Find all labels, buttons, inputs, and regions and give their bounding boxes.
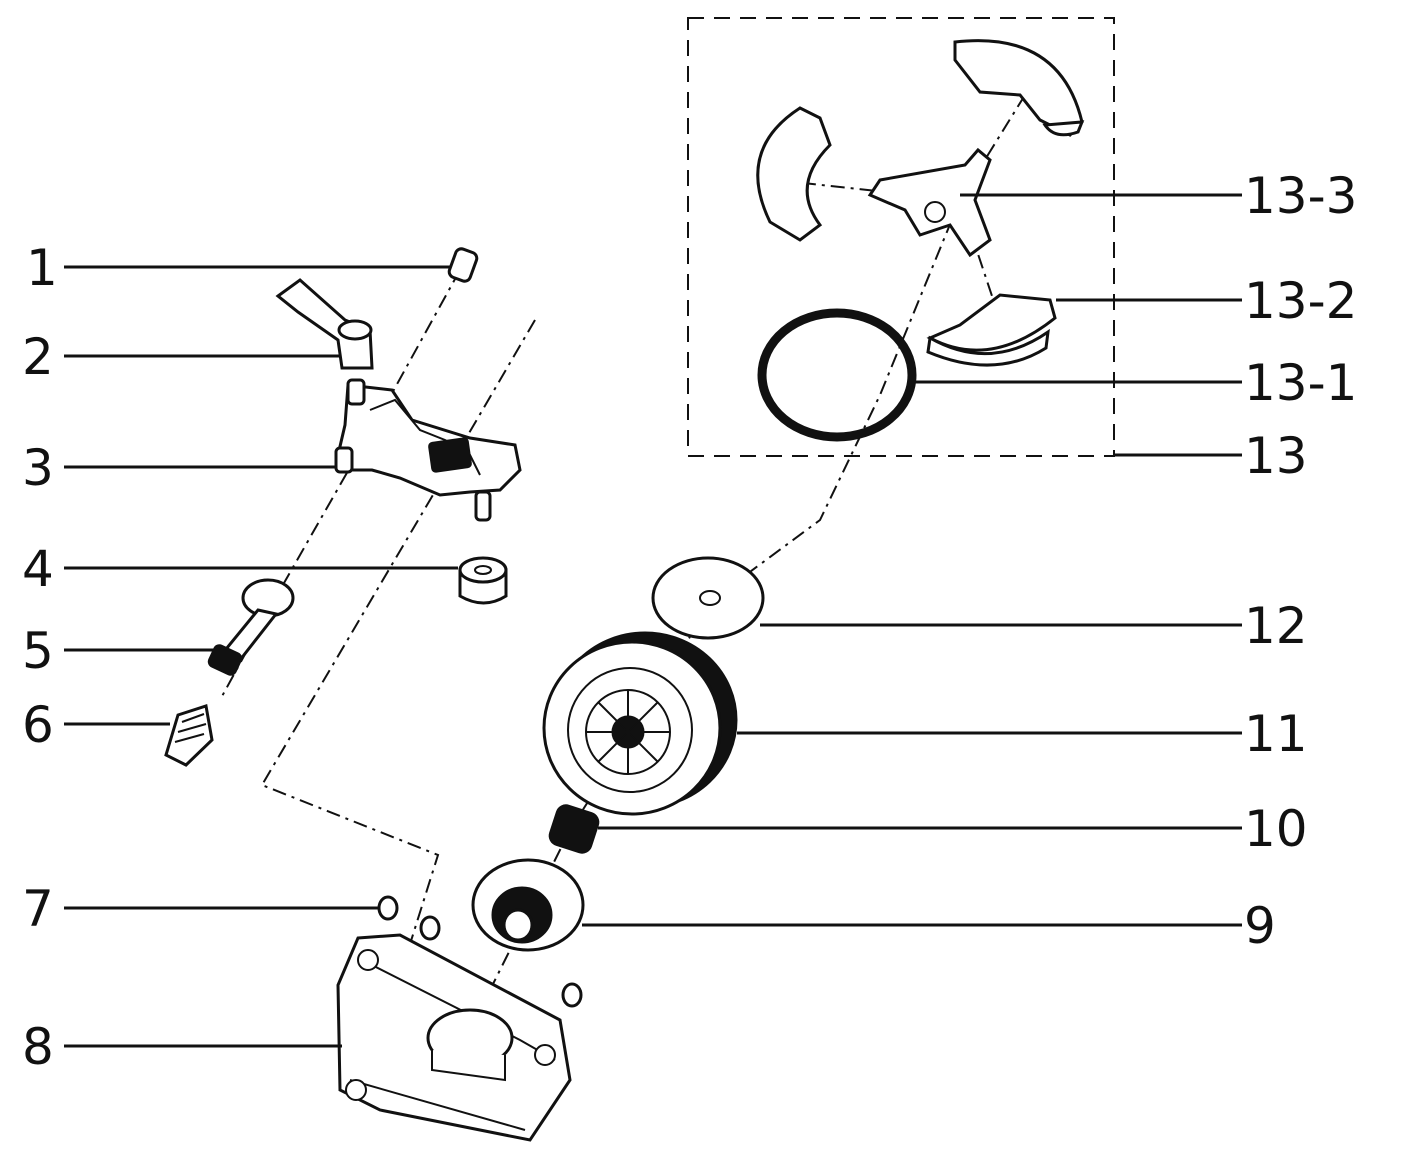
- part-11-wheel: [542, 631, 738, 816]
- callout-9: 9: [1244, 897, 1276, 955]
- callout-8: 8: [22, 1018, 54, 1076]
- callout-3: 3: [22, 439, 54, 497]
- callout-5: 5: [22, 622, 54, 680]
- part-12-washer: [651, 556, 765, 640]
- callout-10: 10: [1244, 800, 1308, 858]
- assembly-axis-lines: [219, 94, 1026, 1061]
- part-6-set-screw: [164, 704, 214, 767]
- assembly-13-group-box: [687, 17, 1115, 457]
- part-13-shoe-left: [756, 106, 832, 242]
- callout-4: 4: [22, 540, 54, 598]
- part-5-shaft: [207, 578, 295, 676]
- part-1-screw: [447, 247, 479, 283]
- callout-12: 12: [1244, 597, 1308, 655]
- callout-13-2: 13-2: [1244, 272, 1357, 330]
- part-4-spacer: [458, 556, 508, 605]
- part-13-2-shoe: [926, 293, 1057, 367]
- part-9-flange: [471, 858, 585, 952]
- part-13-shoe-right: [953, 39, 1085, 137]
- callout-7: 7: [22, 880, 54, 938]
- callout-13-3: 13-3: [1244, 167, 1357, 225]
- part-2-lever: [275, 278, 374, 370]
- callout-11: 11: [1244, 705, 1308, 763]
- part-13-3-hub: [867, 147, 992, 258]
- callout-6: 6: [22, 696, 54, 754]
- part-3-bracket: [334, 378, 522, 522]
- callout-labels: 1 2 3 4 5 6 7 8 9 10 11 12 13 13-1 13-2 …: [22, 167, 1357, 1076]
- callout-13: 13: [1244, 427, 1308, 485]
- leader-lines: [64, 193, 1242, 1048]
- part-13-1-ring: [757, 308, 917, 442]
- callout-1: 1: [26, 239, 58, 297]
- part-7-screws: [377, 895, 583, 1008]
- part-10-nut: [548, 804, 600, 854]
- callout-2: 2: [22, 328, 54, 386]
- part-8-housing: [336, 933, 572, 1142]
- callout-13-1: 13-1: [1244, 354, 1357, 412]
